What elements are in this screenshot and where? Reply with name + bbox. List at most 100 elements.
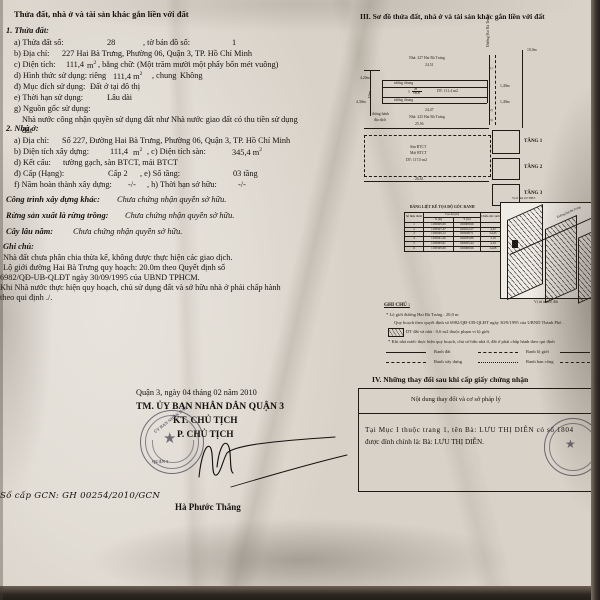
plan-road-outer <box>522 50 523 128</box>
legend-title: GHI CHÚ : <box>384 302 410 308</box>
plan-parcel-map: TĐ,B <box>413 91 420 95</box>
parcel-origin-line2: đất <box>22 126 33 135</box>
section-iv-body-line-1: Tại Mục I thuộc trang 1, tên Bà: LƯU THỊ… <box>365 426 574 434</box>
plan-right-dim-2: 1,40m <box>500 100 510 104</box>
locator-small-street-label: Vị trí nhà 227 HBT <box>512 196 536 200</box>
house-row-d-label: d) Kết cấu: <box>14 158 51 167</box>
legend-swatch-dash-2 <box>560 362 590 363</box>
house-row-f-label: f) Năm hoàn thành xây dựng: <box>14 180 112 189</box>
parcel-row-e-value: Lâu dài <box>107 93 133 102</box>
plan-left-note-2: thông hành <box>372 112 389 116</box>
right-section-title: III. Sơ đồ thửa đất, nhà ở và tài sản kh… <box>360 12 545 21</box>
plan-area-label: DT: 111,4 m2 <box>437 89 458 93</box>
plan-floor-label-2: Mái BTCT <box>410 151 427 155</box>
plan-floor-label-3: DT: 117,0 m2 <box>406 158 428 162</box>
plan-right-line <box>487 80 488 103</box>
plan-floor-dimline <box>364 128 489 129</box>
notes-line-4: theo qui định ./. <box>0 293 53 302</box>
coord-table-title: BẢNG LIỆT KÊ TỌA ĐỘ GÓC RANH <box>410 205 475 209</box>
floor-keyplan-1 <box>492 130 520 154</box>
parcel-row-a-value: 28 <box>107 38 116 47</box>
plan-top-line <box>382 80 487 81</box>
handwritten-signature <box>198 436 348 488</box>
signer-name: Hà Phước Thắng <box>175 502 241 512</box>
legend-item-label-3: Ranh xây dựng <box>434 359 463 364</box>
parcel-origin-line1: Nhà nước công nhận quyền sử dụng đất như… <box>22 115 298 124</box>
plan-parcel-fraction-bar <box>412 91 422 92</box>
house-row-b-value2: 345,4 m2 <box>232 147 262 157</box>
house-row-b-unit: m2 <box>133 147 143 157</box>
parcel-heading: 1. Thửa đất: <box>6 26 49 35</box>
parcel-row-e-label: e) Thời hạn sử dụng: <box>14 93 84 102</box>
floor-label-3: TẦNG 3 <box>524 191 543 196</box>
legend-swatch-solid-1 <box>386 352 426 353</box>
signature-role-1: KT. CHỦ TỊCH <box>173 416 238 426</box>
parcel-row-c-unit: m2 <box>87 60 97 70</box>
legend-swatch-dashdot <box>386 362 426 363</box>
section-iv-table <box>358 388 600 492</box>
correction-round-stamp <box>544 418 600 476</box>
signature-place-date: Quận 3, ngày 04 tháng 02 năm 2010 <box>136 388 257 397</box>
house-row-dd-value2: 03 tầng <box>233 169 258 178</box>
coord-table-row: 2 1195927,47 602912,27 4,32 <box>404 226 506 233</box>
legend-swatch-dash-1 <box>478 352 518 353</box>
house-row-d-value: tường gạch, sàn BTCT, mái BTCT <box>63 158 178 167</box>
parcel-row-a-label2: , tờ bản đồ số: <box>143 38 191 47</box>
coordinate-table-wrapper: BẢNG LIỆT KÊ TỌA ĐỘ GÓC RANH Số hiệu điể… <box>404 205 506 252</box>
plan-road-boundary <box>489 55 490 125</box>
parcel-row-b-value: 227 Hai Bà Trưng, Phường 06, Quận 3, TP.… <box>62 49 253 58</box>
plan-road-width: 10,0m <box>527 48 537 52</box>
coordinate-table: Số hiệu điểm Tọa độ (m) Chiều dài cạnh (… <box>404 212 506 252</box>
floor-keyplan-2 <box>492 158 520 180</box>
house-row-a-value: Số 227, Đường Hai Bà Trưng, Phường 06, Q… <box>62 136 291 145</box>
plan-alley-top <box>364 70 380 71</box>
notes-line-1: Lộ giới đường Hai Bà Trưng quy hoạch: 20… <box>3 263 226 272</box>
plan-floor-block <box>364 135 491 177</box>
coord-table-row: 6 1195595,09 602908,96 24,68 <box>404 246 506 252</box>
floor-label-1: TẦNG 1 <box>524 139 543 144</box>
parcel-row-b-label: b) Địa chỉ: <box>14 49 50 58</box>
parcel-row-d-label: d) Hình thức sử dụng: riêng <box>14 71 107 80</box>
plan-floor-dim-b: 26,61 <box>415 177 424 181</box>
plan-bottom-dim: 24,47 <box>425 108 434 112</box>
plan-wall-top-label: tường chung <box>394 81 414 85</box>
coord-y: 602908,96 <box>452 246 482 252</box>
left-page: Thửa đất, nhà ở và tài sản khác gắn liền… <box>0 9 348 512</box>
other-value-2: Chưa chứng nhận quyền sở hữu. <box>73 227 183 236</box>
legend-swatch-solid-2 <box>560 352 590 353</box>
plan-left-note-3: địa dịch <box>374 118 387 122</box>
plan-alley-line <box>370 70 371 116</box>
section-iv-title: IV. Những thay đổi sau khi cấp giấy chứn… <box>372 375 529 384</box>
parcel-row-d-value: 111,4 m2 <box>113 71 143 81</box>
plan-road-label: Đường Hai Bà Trưng <box>486 14 490 47</box>
house-row-a-label: a) Địa chỉ: <box>14 136 50 145</box>
other-value-1: Chưa chứng nhận quyền sở hữu. <box>125 211 235 220</box>
locator-subject-marker <box>512 240 518 248</box>
legend-hatch-swatch <box>388 328 404 337</box>
house-heading: 2. Nhà ở: <box>6 124 39 133</box>
plan-corner-1: (1) <box>489 66 493 70</box>
parcel-row-d-label2: , chung <box>152 71 177 80</box>
right-page: III. Sơ đồ thửa đất, nhà ở và tài sản kh… <box>352 0 600 600</box>
other-label-0: Công trình xây dựng khác: <box>6 195 100 204</box>
locator-caption: Vị trí nhà ở, đất <box>534 300 559 304</box>
gcn-line: Số cấp GCN: GH 00254/2010/GCN <box>0 491 161 501</box>
left-section-title: Thửa đất, nhà ở và tài sản khác gắn liền… <box>14 9 189 19</box>
plan-top-neighbor-label: Nhà: 227 Hai Bà Trưng <box>409 56 445 60</box>
plan-floor-dim: 25,56 <box>415 122 424 126</box>
plan-floor-label-1: Sàn BTCT <box>410 145 427 149</box>
plan-corner-3: (3) <box>489 118 493 122</box>
plan-top-dim: 24,51 <box>425 63 434 67</box>
parcel-row-d-value2: Không <box>180 71 203 80</box>
plan-wall-bottom-label: tường chung <box>394 98 414 102</box>
floor-label-2: TẦNG 2 <box>524 165 543 170</box>
legend-item-label-1: Ranh lộ giới <box>526 349 549 354</box>
notes-line-0: Nhà đất chưa phân chia thừa kế, không đư… <box>3 253 233 262</box>
parcel-row-c-label2: , bằng chữ: (Một trăm mười một phẩy bốn … <box>98 60 279 69</box>
section-iv-header-divider <box>358 413 600 414</box>
house-row-dd-value: Cấp 2 <box>108 169 128 178</box>
locator-block-b <box>545 214 577 304</box>
plan-inner-top <box>382 87 487 88</box>
legend-item-label-4: Ranh ban công <box>526 359 554 364</box>
